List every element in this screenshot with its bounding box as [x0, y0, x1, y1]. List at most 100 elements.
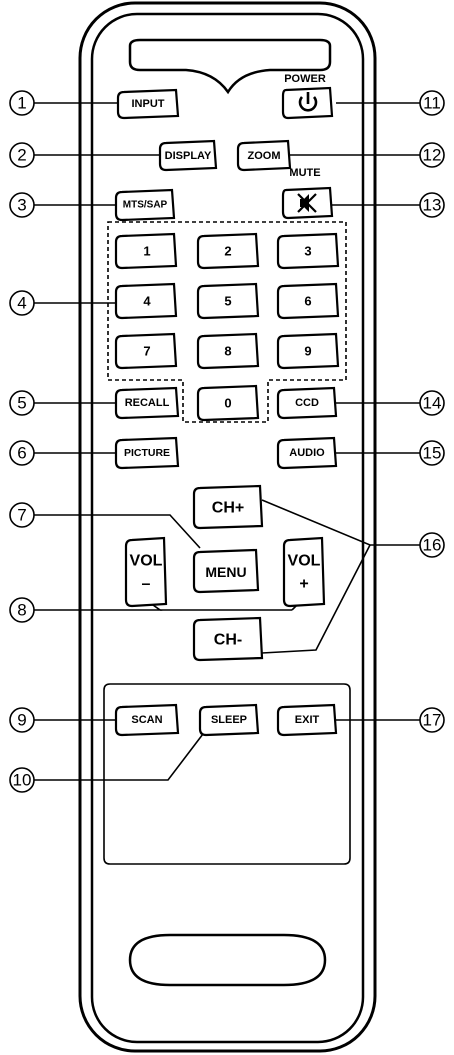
key-6-label: 6 [304, 294, 311, 309]
svg-text:15: 15 [423, 444, 442, 463]
key-1[interactable]: 1 [114, 232, 178, 270]
picture-button[interactable]: PICTURE [114, 436, 180, 470]
recall-button-label: RECALL [125, 397, 170, 409]
callout-3: 3 [9, 192, 35, 218]
display-button-label: DISPLAY [165, 150, 212, 162]
callout-14: 14 [419, 390, 445, 416]
scan-button[interactable]: SCAN [114, 703, 180, 737]
key-5[interactable]: 5 [196, 282, 260, 320]
ccd-button[interactable]: CCD [276, 386, 338, 420]
picture-button-label: PICTURE [124, 447, 170, 459]
key-0[interactable]: 0 [196, 384, 260, 422]
leader-lines [34, 102, 420, 781]
display-button[interactable]: DISPLAY [158, 139, 218, 172]
volume-up-button[interactable]: VOL + [282, 536, 326, 608]
menu-button-label: MENU [205, 564, 246, 580]
callout-11: 11 [419, 90, 445, 116]
callout-10: 10 [9, 767, 35, 793]
key-5-label: 5 [224, 294, 231, 309]
sleep-button[interactable]: SLEEP [198, 703, 260, 737]
key-3[interactable]: 3 [276, 232, 340, 270]
volume-down-symbol: – [142, 576, 151, 593]
keypad-dashed-region [107, 221, 347, 423]
callout-15: 15 [419, 440, 445, 466]
svg-text:8: 8 [17, 601, 26, 620]
channel-up-label: CH+ [212, 500, 244, 517]
key-7-label: 7 [143, 344, 150, 359]
top-slot [128, 38, 332, 95]
volume-up-symbol: + [299, 576, 308, 593]
callout-17: 17 [419, 707, 445, 733]
svg-text:7: 7 [17, 506, 26, 525]
volume-down-button[interactable]: VOL – [124, 536, 168, 608]
svg-text:12: 12 [423, 146, 442, 165]
svg-text:9: 9 [17, 711, 26, 730]
recall-button[interactable]: RECALL [114, 386, 180, 420]
channel-down-label: CH- [214, 632, 242, 649]
volume-down-label: VOL [130, 553, 163, 570]
key-8[interactable]: 8 [196, 332, 260, 370]
svg-text:14: 14 [423, 394, 442, 413]
key-6[interactable]: 6 [276, 282, 340, 320]
key-0-label: 0 [224, 396, 231, 411]
exit-button[interactable]: EXIT [276, 703, 338, 737]
callout-7: 7 [9, 502, 35, 528]
svg-text:11: 11 [423, 94, 441, 113]
volume-up-label: VOL [288, 553, 321, 570]
key-7[interactable]: 7 [114, 332, 178, 370]
bottom-grip [128, 933, 327, 987]
audio-button[interactable]: AUDIO [276, 436, 338, 470]
audio-button-label: AUDIO [289, 447, 325, 459]
svg-text:3: 3 [17, 196, 26, 215]
mute-label: MUTE [289, 167, 320, 179]
channel-up-button[interactable]: CH+ [192, 484, 264, 530]
key-4-label: 4 [143, 294, 151, 309]
lower-panel [103, 683, 351, 865]
input-button-label: INPUT [132, 98, 165, 110]
key-1-label: 1 [143, 244, 150, 259]
scan-button-label: SCAN [131, 714, 162, 726]
menu-button[interactable]: MENU [192, 548, 260, 594]
channel-down-button[interactable]: CH- [192, 616, 264, 662]
exit-button-label: EXIT [295, 714, 320, 726]
callout-16: 16 [419, 532, 445, 558]
mute-button[interactable] [281, 186, 334, 220]
callout-12: 12 [419, 142, 445, 168]
zoom-button-label: ZOOM [248, 150, 281, 162]
key-2-label: 2 [224, 244, 231, 259]
key-8-label: 8 [224, 344, 231, 359]
callouts: 1 2 3 4 5 6 7 8 9 10 11 12 13 14 15 16 1… [9, 90, 445, 793]
callout-13: 13 [419, 192, 445, 218]
mts-sap-button[interactable]: MTS/SAP [114, 188, 176, 222]
callout-6: 6 [9, 440, 35, 466]
key-9[interactable]: 9 [276, 332, 340, 370]
callout-1: 1 [9, 90, 35, 116]
input-button[interactable]: INPUT [116, 88, 180, 120]
number-keypad: 1 2 3 4 5 6 7 8 [114, 232, 340, 422]
zoom-button[interactable]: ZOOM [236, 139, 292, 172]
svg-text:2: 2 [17, 146, 26, 165]
svg-text:1: 1 [17, 94, 26, 113]
sleep-button-label: SLEEP [211, 714, 247, 726]
svg-text:16: 16 [423, 536, 442, 555]
svg-text:6: 6 [17, 444, 26, 463]
svg-text:17: 17 [423, 711, 442, 730]
power-icon [298, 92, 318, 112]
callout-5: 5 [9, 390, 35, 416]
svg-text:4: 4 [17, 294, 26, 313]
svg-text:10: 10 [13, 771, 32, 790]
power-label: POWER [284, 73, 326, 85]
callout-4: 4 [9, 290, 35, 316]
callout-8: 8 [9, 597, 35, 623]
svg-text:13: 13 [423, 196, 442, 215]
callout-9: 9 [9, 707, 35, 733]
key-4[interactable]: 4 [114, 282, 178, 320]
key-2[interactable]: 2 [196, 232, 260, 270]
speaker-muted-icon [297, 193, 317, 213]
ccd-button-label: CCD [295, 397, 319, 409]
key-9-label: 9 [304, 344, 311, 359]
power-button[interactable] [281, 86, 334, 120]
svg-text:5: 5 [17, 394, 26, 413]
callout-2: 2 [9, 142, 35, 168]
